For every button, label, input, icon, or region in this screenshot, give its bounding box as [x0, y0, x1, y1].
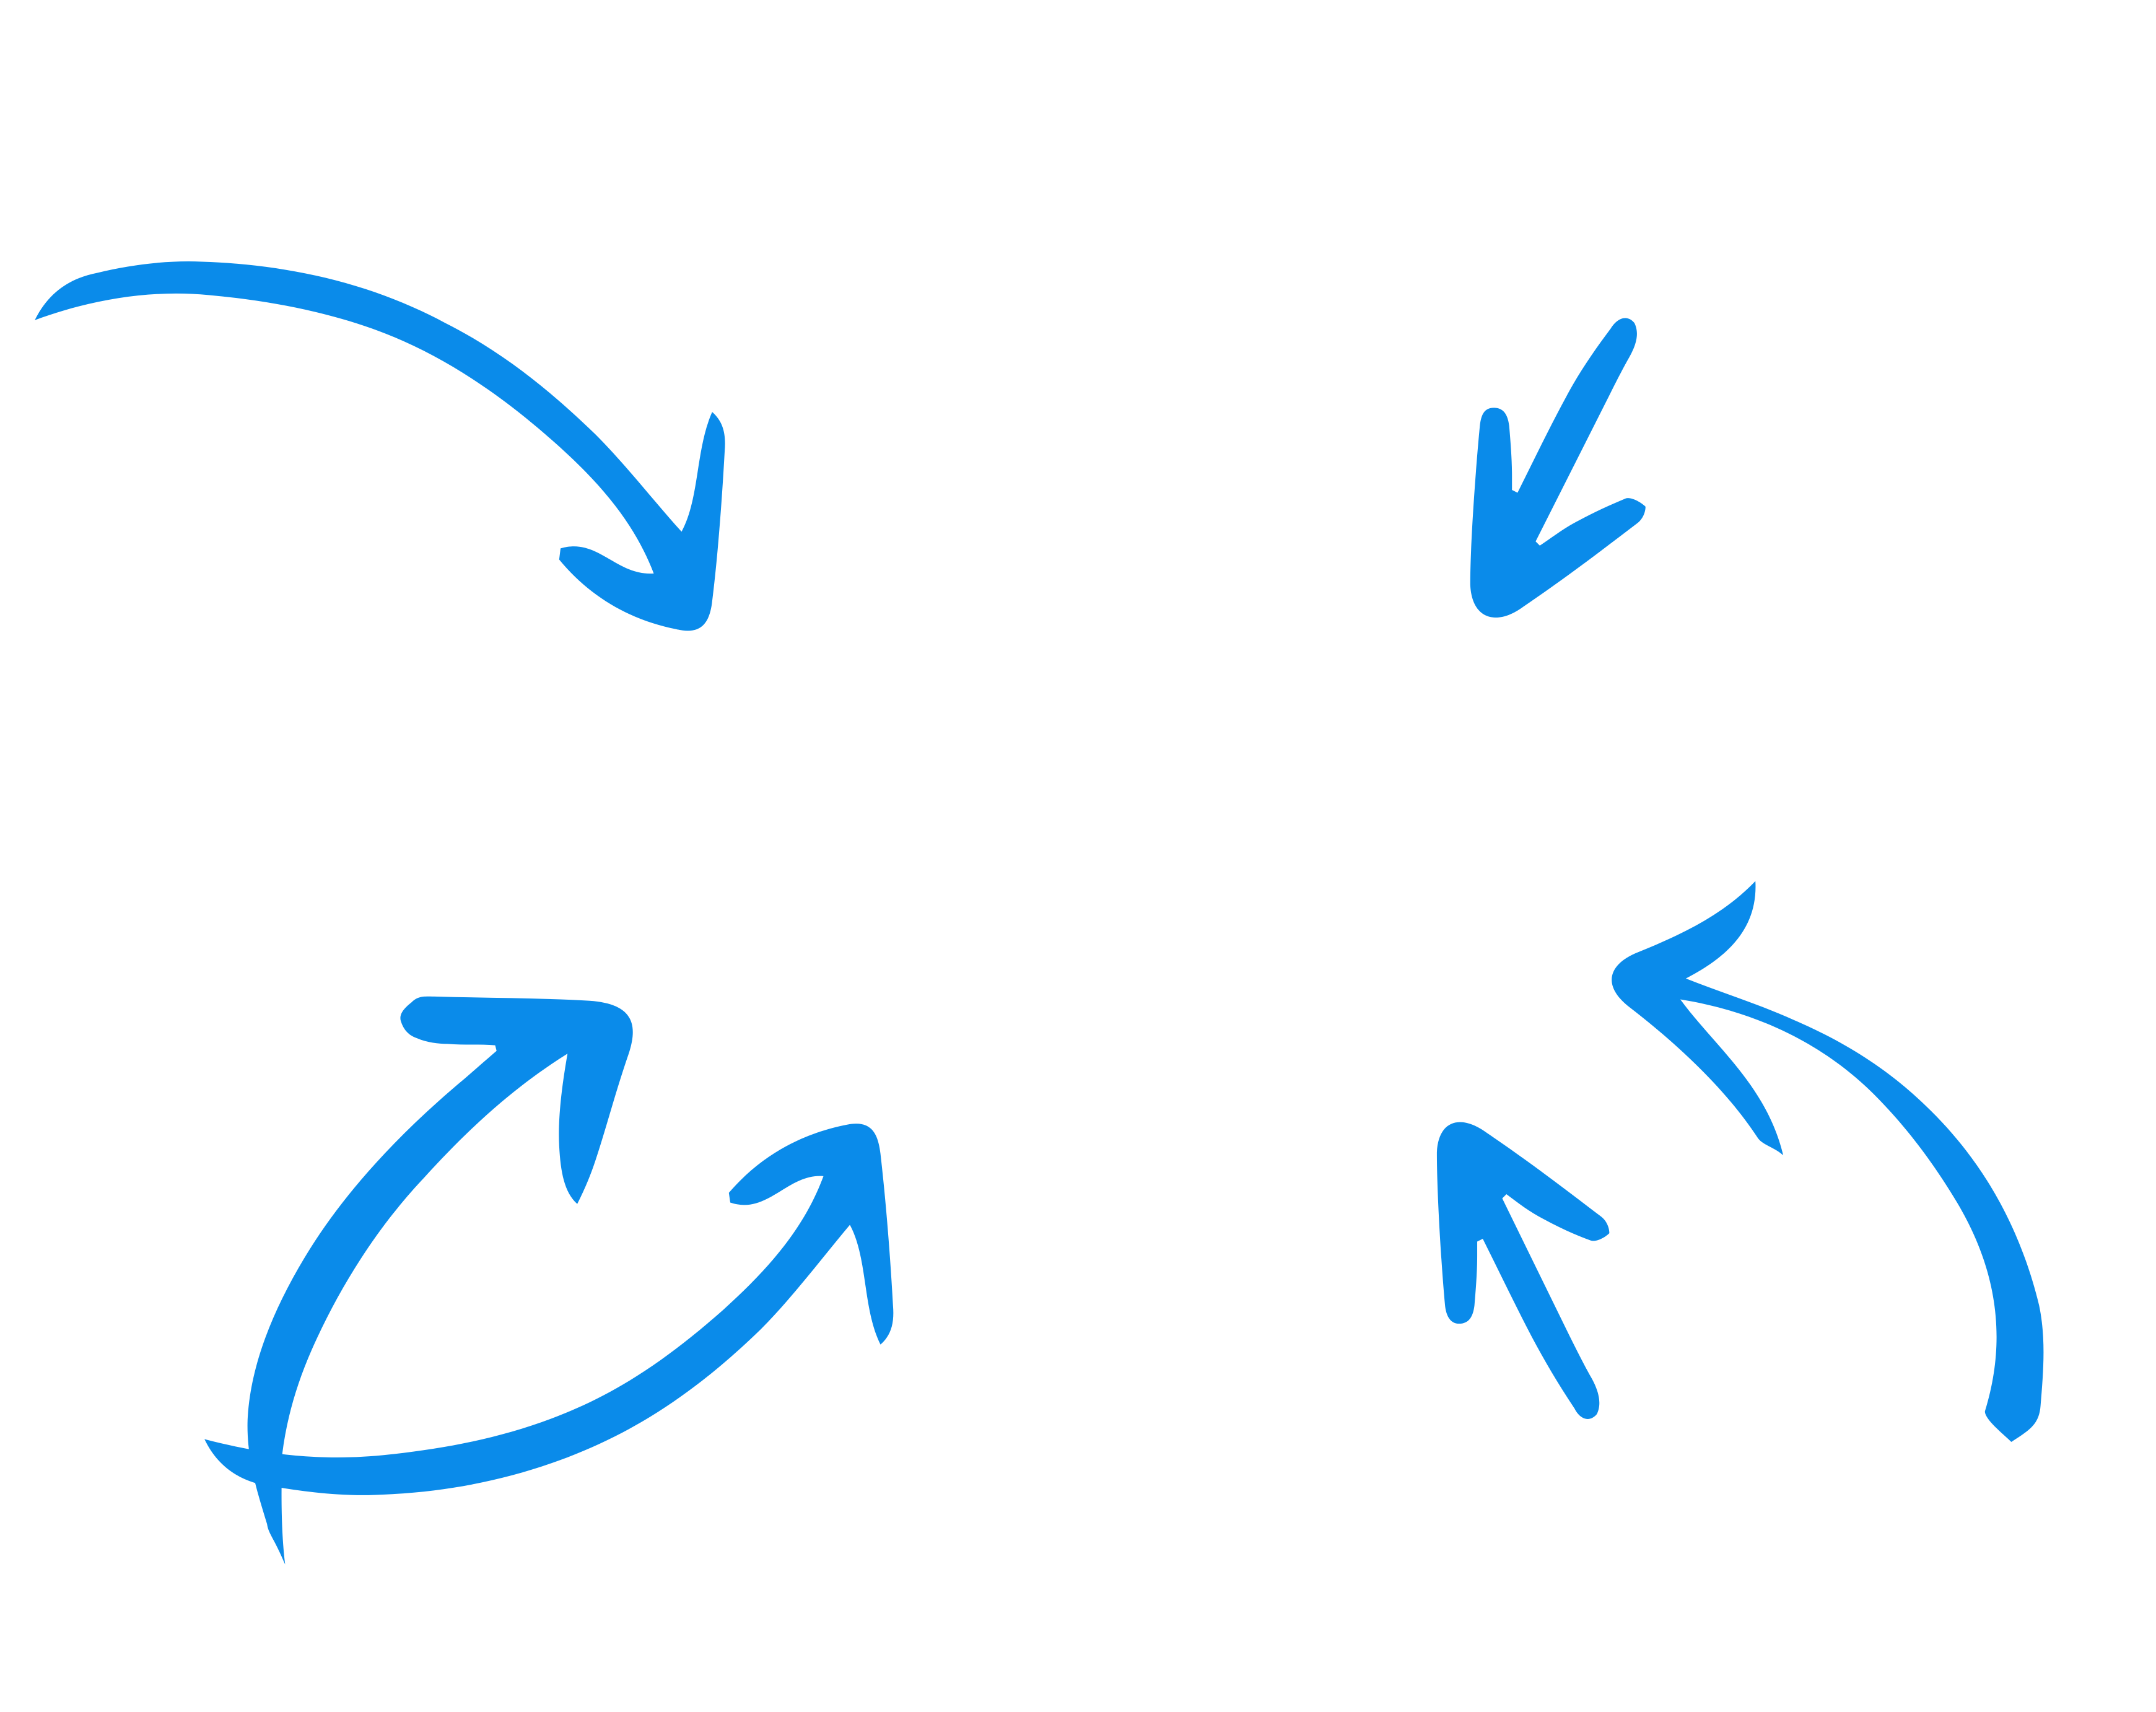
curved-arrow-icon — [204, 1124, 894, 1495]
straight-arrow-icon — [1436, 1122, 1610, 1419]
curved-arrow-icon — [1612, 881, 2044, 1443]
curved-arrow-icon — [35, 261, 725, 631]
straight-arrow-icon — [1470, 318, 1646, 618]
arrow-bottom-left-lower — [204, 1124, 894, 1495]
arrow-bottom-left-upper — [247, 996, 633, 1565]
arrow-top-left — [35, 261, 725, 631]
arrow-bottom-right — [1612, 881, 2044, 1443]
arrow-bottom-center-right — [1436, 1122, 1610, 1419]
arrow-top-right — [1470, 318, 1646, 618]
curved-arrow-icon — [247, 996, 633, 1565]
